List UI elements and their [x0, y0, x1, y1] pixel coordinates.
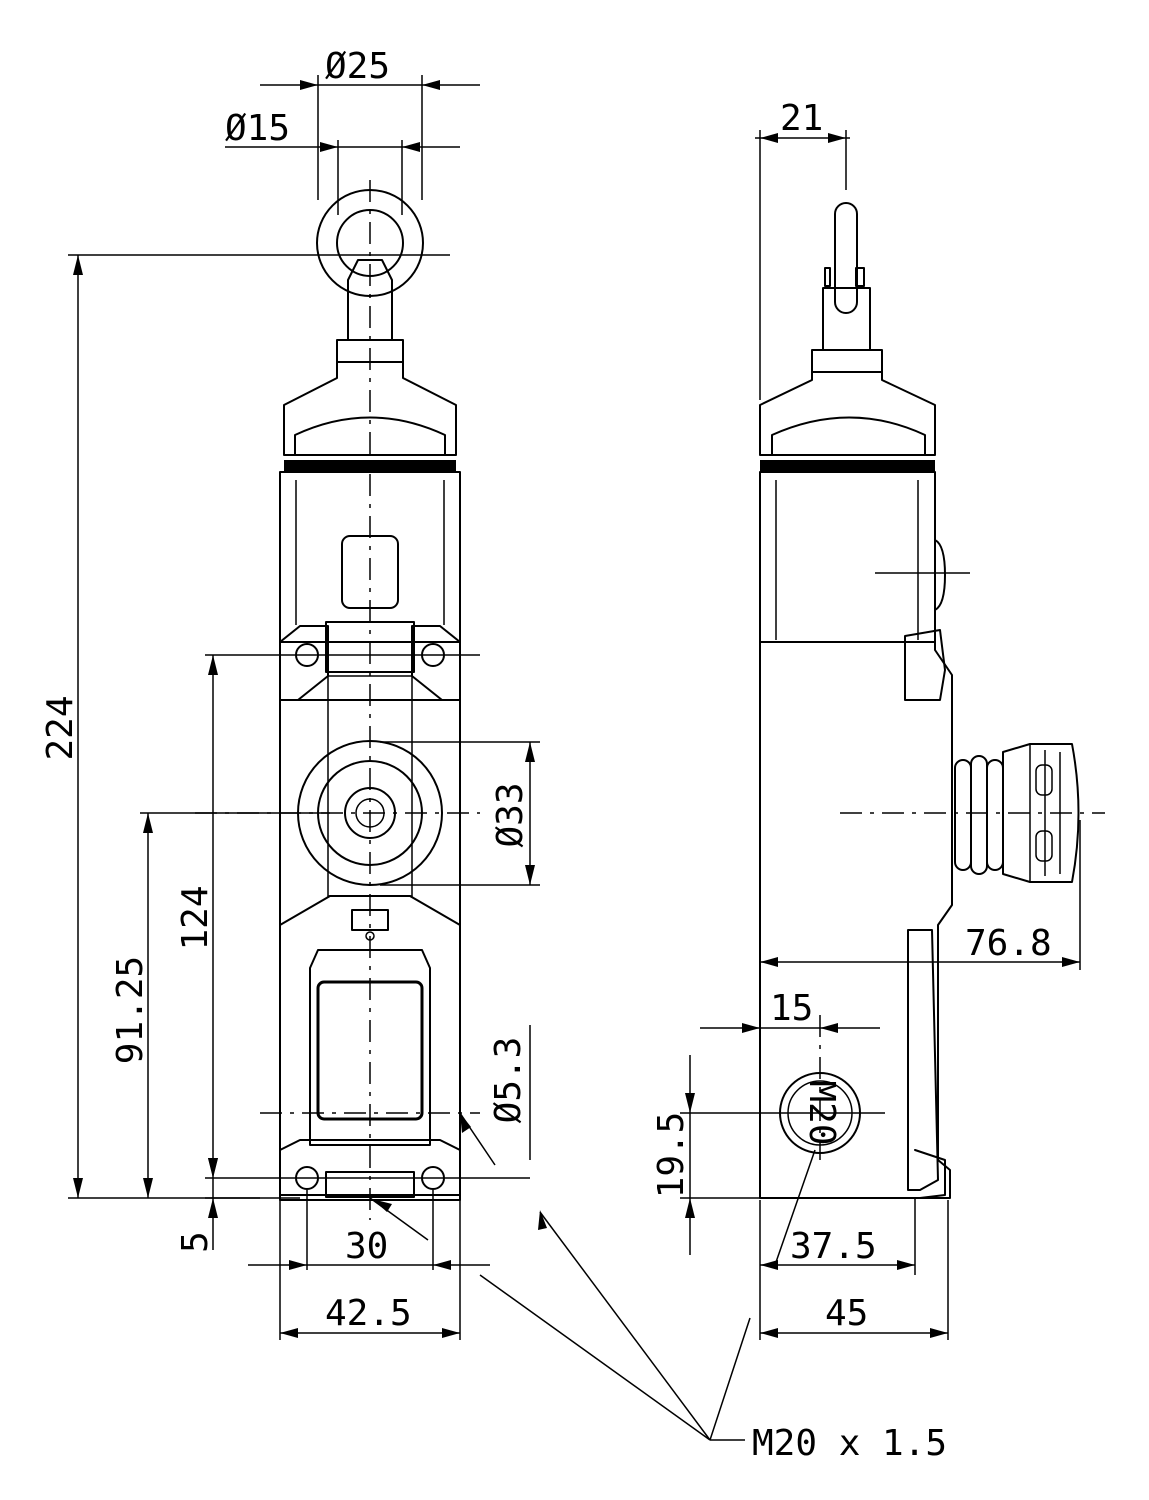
side-upper-housing: [759, 471, 936, 643]
side-dimensions: 21 76.8 15 19.5 37.5 45: [651, 98, 1081, 1340]
dim-eyelet-outer: Ø25: [325, 46, 390, 87]
dim-cable-entry-height: 19.5: [651, 1112, 692, 1199]
side-main-body: [759, 641, 953, 1199]
dim-hole-spacing-vertical: 124: [175, 885, 216, 950]
dim-total-height: 224: [40, 695, 81, 760]
side-knob-small: [934, 539, 946, 611]
thread-callout-label: M20 x 1.5: [752, 1423, 947, 1464]
side-view: M20: [759, 202, 1105, 1199]
dim-body-width: 42.5: [325, 1293, 412, 1334]
front-view: [195, 180, 480, 1220]
top-cap: [283, 361, 457, 456]
thread-callout: M20 x 1.5: [479, 1210, 947, 1464]
upper-bracket: [279, 625, 329, 701]
front-dimensions: Ø25 Ø15 224 124 91.25 Ø33: [40, 46, 540, 1340]
dim-button-protrusion: 76.8: [965, 923, 1052, 964]
dim-hole-dia: Ø5.3: [488, 1037, 529, 1124]
side-eyelet: [834, 202, 858, 314]
side-stem: [822, 287, 871, 351]
side-top-cap: [759, 371, 936, 456]
dim-hole-spacing-horizontal: 30: [345, 1226, 388, 1267]
dim-button-height: 91.25: [110, 956, 151, 1064]
lower-bracket: [279, 1139, 461, 1196]
dim-eyelet-offset: 21: [780, 98, 823, 139]
dim-eyelet-inner: Ø15: [225, 108, 290, 149]
dim-body-depth: 45: [825, 1293, 868, 1334]
top-cap-arch: [294, 416, 446, 456]
side-reset-button: [954, 743, 1080, 883]
dim-hole-offset: 5: [175, 1231, 216, 1253]
dim-cable-entry-position: 37.5: [790, 1226, 877, 1267]
lower-window: [309, 949, 431, 1146]
dim-cable-entry-horizontal: 15: [770, 988, 813, 1029]
dim-button-dia: Ø33: [490, 782, 531, 847]
